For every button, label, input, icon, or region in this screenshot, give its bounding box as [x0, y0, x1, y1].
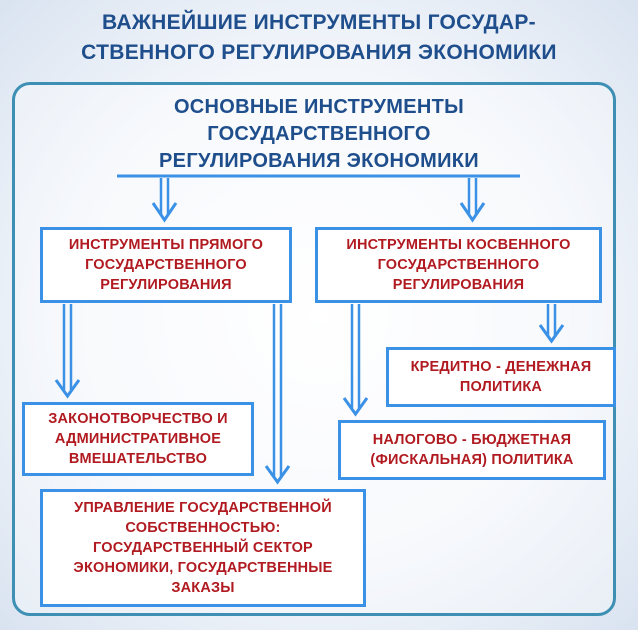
node-line: УПРАВЛЕНИЕ ГОСУДАРСТВЕННОЙ — [74, 500, 332, 516]
arrow-indirect-to-tax — [342, 304, 369, 417]
node-line: ИНСТРУМЕНТЫ КОСВЕННОГО — [346, 237, 571, 253]
node-line: ИНСТРУМЕНТЫ ПРЯМОГО — [68, 237, 264, 253]
node-line: (ФИСКАЛЬНАЯ) ПОЛИТИКА — [370, 452, 574, 468]
node-line: ПОЛИТИКА — [459, 379, 543, 395]
node-line: ГОСУДАРСТВЕННОГО — [377, 257, 540, 273]
node-line: ЗАКАЗЫ — [171, 580, 235, 596]
root-node-line: ГОСУДАРСТВЕННОГО — [207, 123, 431, 145]
node-line: ВМЕШАТЕЛЬСТВО — [68, 451, 208, 467]
node-line: ЭКОНОМИКИ, ГОСУДАРСТВЕННЫЕ — [73, 560, 333, 576]
root-node-line: ОСНОВНЫЕ ИНСТРУМЕНТЫ — [173, 96, 465, 118]
main-title-line: СТВЕННОГО РЕГУЛИРОВАНИЯ ЭКОНОМИКИ — [81, 41, 557, 64]
arrow-root-to-direct — [151, 178, 178, 223]
main-title-line: ВАЖНЕЙШИЕ ИНСТРУМЕНТЫ ГОСУДАР- — [102, 11, 536, 34]
arrow-root-to-indirect — [459, 178, 486, 223]
arrow-indirect-to-credit — [538, 304, 565, 344]
node-line: ГОСУДАРСТВЕННЫЙ СЕКТОР — [93, 540, 313, 556]
node-indirect-regulation: ИНСТРУМЕНТЫ КОСВЕННОГО ГОСУДАРСТВЕННОГО … — [315, 227, 602, 303]
arrow-direct-to-law — [54, 304, 81, 399]
node-line: АДМИНИСТРАТИВНОЕ — [54, 431, 222, 447]
node-line: СОБСТВЕННОСТЬЮ: — [125, 520, 281, 536]
node-line: ЗАКОНОТВОРЧЕСТВО И — [48, 411, 228, 427]
node-line: РЕГУЛИРОВАНИЯ — [100, 277, 232, 293]
node-direct-regulation: ИНСТРУМЕНТЫ ПРЯМОГО ГОСУДАРСТВЕННОГО РЕГ… — [40, 227, 292, 303]
node-legislation: ЗАКОНОТВОРЧЕСТВО И АДМИНИСТРАТИВНОЕ ВМЕШ… — [22, 402, 254, 476]
node-line: НАЛОГОВО - БЮДЖЕТНАЯ — [372, 432, 572, 448]
node-line: КРЕДИТНО - ДЕНЕЖНАЯ — [410, 359, 592, 375]
main-title: ВАЖНЕЙШИЕ ИНСТРУМЕНТЫ ГОСУДАР- СТВЕННОГО… — [0, 8, 638, 68]
node-state-property: УПРАВЛЕНИЕ ГОСУДАРСТВЕННОЙ СОБСТВЕННОСТЬ… — [40, 489, 366, 607]
root-node-line: РЕГУЛИРОВАНИЯ ЭКОНОМИКИ — [159, 150, 479, 172]
root-node-title: ОСНОВНЫЕ ИНСТРУМЕНТЫ ГОСУДАРСТВЕННОГО РЕ… — [60, 94, 578, 175]
node-line: РЕГУЛИРОВАНИЯ — [392, 277, 525, 293]
node-monetary-policy: КРЕДИТНО - ДЕНЕЖНАЯ ПОЛИТИКА — [386, 347, 616, 407]
node-line: ГОСУДАРСТВЕННОГО — [85, 257, 247, 273]
arrow-direct-to-property — [264, 304, 291, 485]
node-fiscal-policy: НАЛОГОВО - БЮДЖЕТНАЯ (ФИСКАЛЬНАЯ) ПОЛИТИ… — [338, 420, 606, 480]
